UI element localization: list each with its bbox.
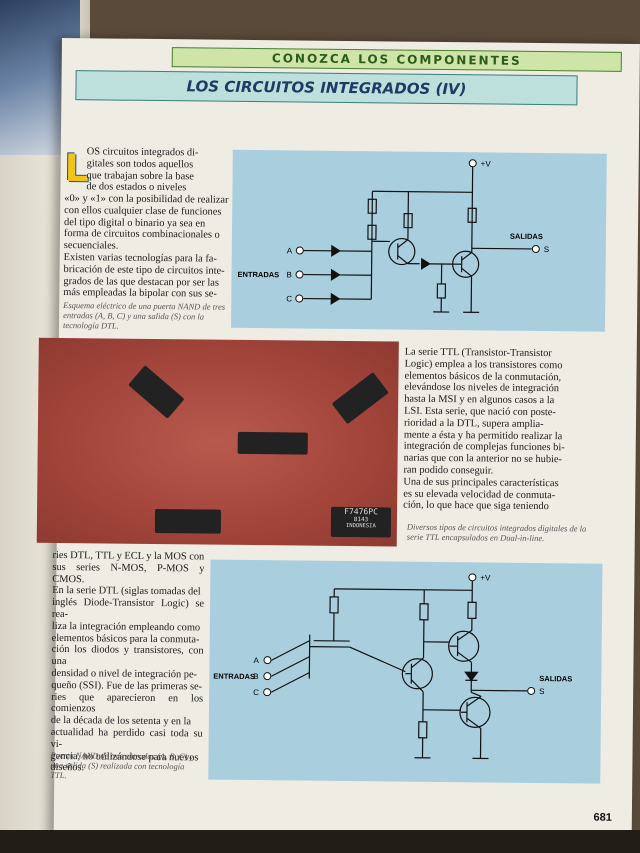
intro-paragraph-cont: «0» y «1» con la posibilidad de realizar… [63, 193, 230, 301]
ttl-paragraph: La serie TTL (Transistor-Transistor Logi… [403, 347, 601, 514]
chip-top-left [128, 365, 185, 419]
caption-ttl-diagram: Puerta NAND de tres entradas (A, B, C) y… [50, 749, 194, 781]
chip-bottom-right: F7476PC 8143 INDONESIA [330, 506, 392, 538]
label-input-a: A [287, 246, 293, 255]
ttl-nand-schematic: +V A B C ENTRADAS SALIDAS S [208, 559, 603, 784]
article-title: LOS CIRCUITOS INTEGRADOS (IV) [186, 77, 467, 99]
label-input-c: C [286, 294, 292, 303]
page-number: 681 [593, 811, 612, 824]
text-line: más empleadas la bipolar con sus se- [63, 287, 217, 301]
label-input-b-2: B [253, 672, 258, 681]
text-line: inglés Diode-Transistor Logic) se rea- [51, 597, 205, 621]
chip-origin: INDONESIA [345, 523, 376, 530]
chip-bottom-left [154, 509, 222, 534]
series-paragraph: ries DTL, TTL y ECL y la MOS con sus ser… [50, 550, 204, 776]
label-input-b: B [286, 270, 291, 279]
label-salidas: SALIDAS [510, 232, 543, 241]
intro-paragraph: OS circuitos integrados di- gitales son … [86, 146, 228, 195]
text-line: queño (SSI). Fue de las primeras se- [51, 679, 203, 693]
label-vcc-2: +V [480, 573, 491, 582]
chip-center [237, 431, 308, 455]
book-page: CONOZCA LOS COMPONENTES LOS CIRCUITOS IN… [36, 38, 640, 845]
text-line: ción los diodos y transistores, con una [51, 644, 204, 668]
ic-photo: F7476PC 8143 INDONESIA [36, 337, 399, 547]
drop-cap: L [64, 146, 90, 191]
dtl-nand-schematic: +V A B C ENTRADAS SALIDAS S [230, 149, 607, 332]
label-entradas: ENTRADAS [237, 270, 279, 279]
label-output-s: S [544, 245, 549, 254]
dtl-schematic-svg: +V A B C ENTRADAS SALIDAS S [237, 159, 549, 313]
caption-photo: Diversos tipos de circuitos integrados d… [406, 521, 587, 544]
text-line: sus series N-MOS, P-MOS y CMOS. [52, 561, 205, 585]
text-line: ción, lo que hace que siga teniendo [403, 499, 549, 513]
text-line: liza la integración empleando como [51, 620, 201, 634]
label-input-c-2: C [253, 688, 259, 697]
text-line: ries que aparecieron en los comienzos [50, 691, 204, 715]
text-line: actualidad ha perdido casi toda su vi- [50, 726, 203, 750]
table-edge [0, 830, 640, 853]
label-salidas-2: SALIDAS [539, 674, 572, 683]
chip-top-right [331, 372, 389, 425]
label-vcc: +V [481, 159, 492, 168]
caption-dtl-diagram: Esquema eléctrico de una puerta NAND de … [62, 300, 226, 331]
label-input-a-2: A [253, 656, 259, 665]
label-output-s-2: S [539, 687, 544, 696]
ttl-schematic-svg: +V A B C ENTRADAS SALIDAS S [213, 573, 572, 760]
section-header-text: CONOZCA LOS COMPONENTES [271, 51, 522, 68]
label-entradas-2: ENTRADAS [213, 672, 255, 681]
section-header: CONOZCA LOS COMPONENTES [171, 47, 622, 72]
article-title-band: LOS CIRCUITOS INTEGRADOS (IV) [75, 70, 578, 106]
text-line: gitales son todos aquellos [86, 158, 194, 171]
